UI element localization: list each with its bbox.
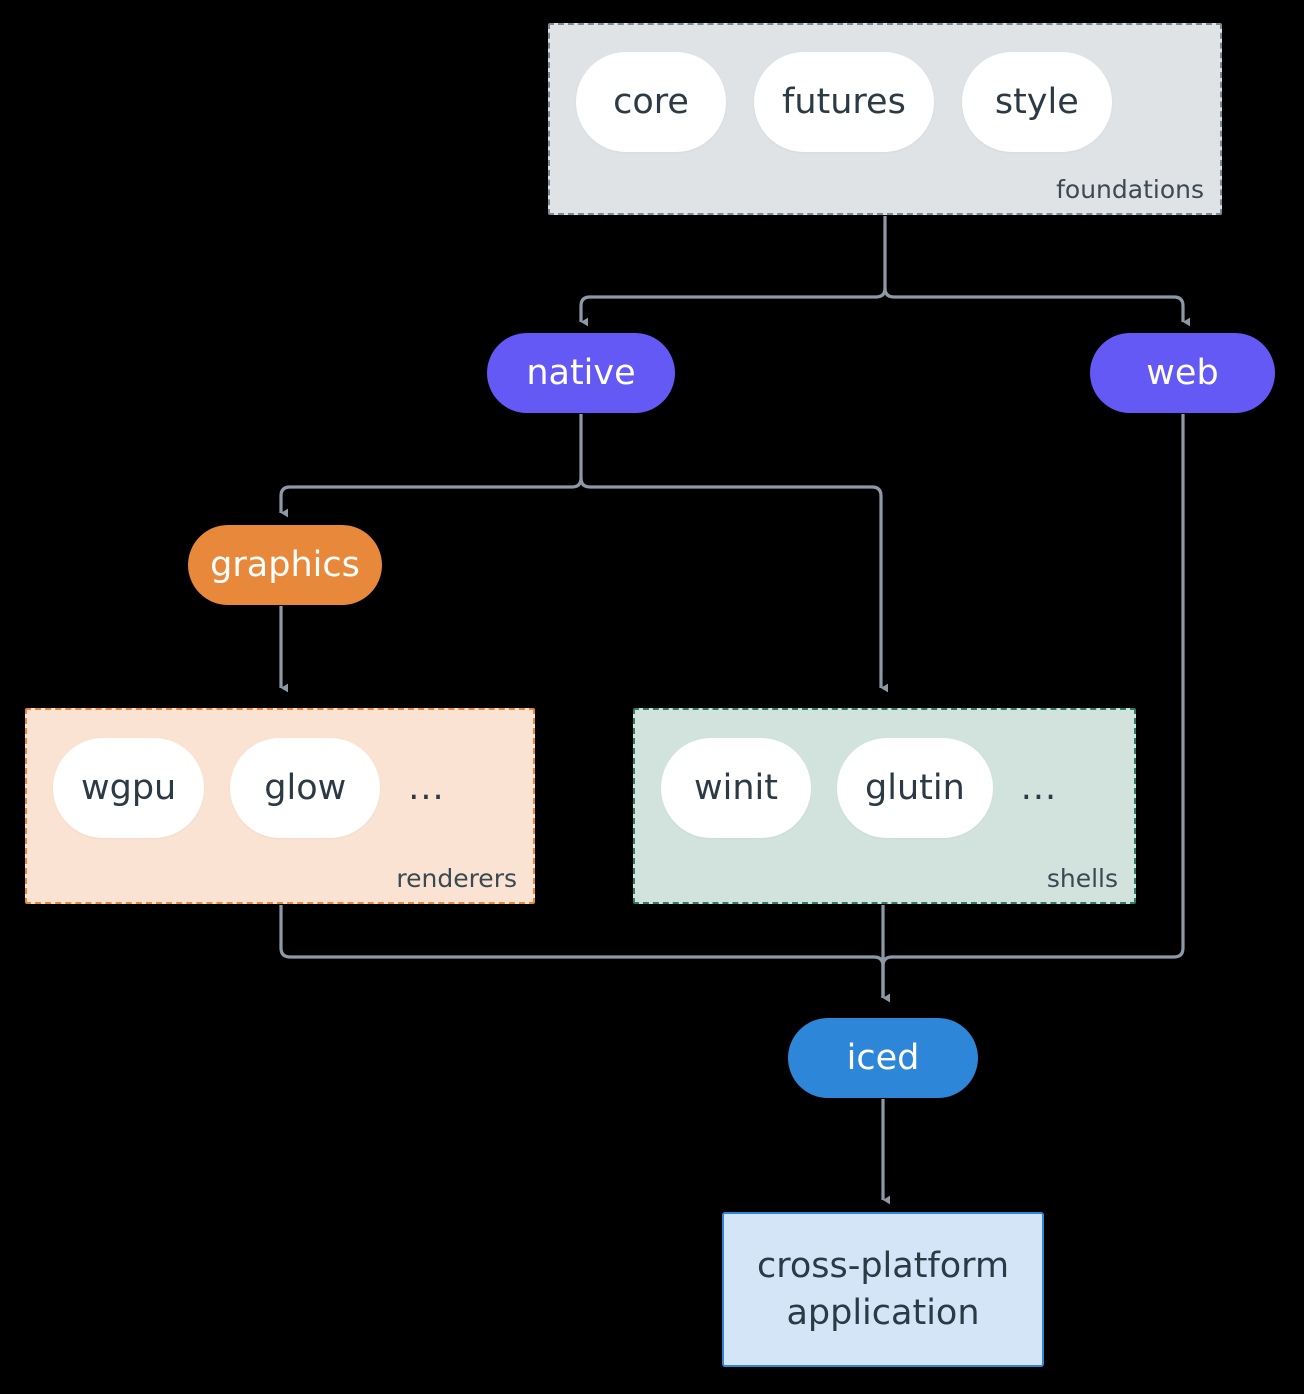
node-graphics[interactable]: graphics xyxy=(188,525,382,605)
group-label-shells: shells xyxy=(1046,864,1118,893)
group-label-foundations: foundations xyxy=(1056,175,1204,204)
group-renderers: wgpu glow ... renderers xyxy=(25,708,535,904)
shells-overflow-ellipsis: ... xyxy=(1020,768,1058,808)
node-cross-platform-application[interactable]: cross-platform application xyxy=(722,1212,1044,1367)
edge-native-graphics xyxy=(279,477,583,518)
group-foundations: core futures style foundations xyxy=(548,23,1222,215)
chip-glow[interactable]: glow xyxy=(230,738,381,838)
chip-wgpu[interactable]: wgpu xyxy=(53,738,205,838)
chip-winit[interactable]: winit xyxy=(661,738,811,838)
application-label-line1: cross-platform xyxy=(756,1246,1010,1287)
edge-foundations-web xyxy=(883,287,1190,327)
edge-renderers-iced xyxy=(279,905,890,1003)
node-native[interactable]: native xyxy=(487,333,675,413)
chip-glutin[interactable]: glutin xyxy=(837,738,993,838)
edge-foundations-native xyxy=(579,287,887,327)
renderers-overflow-ellipsis: ... xyxy=(408,768,445,808)
chip-core[interactable]: core xyxy=(576,52,726,152)
shells-chip-row: winit glutin ... xyxy=(661,738,1057,838)
group-shells: winit glutin ... shells xyxy=(633,708,1136,904)
edge-web-iced xyxy=(881,414,1185,998)
group-label-renderers: renderers xyxy=(396,864,517,893)
chip-futures[interactable]: futures xyxy=(754,52,934,152)
node-iced[interactable]: iced xyxy=(788,1018,978,1098)
chip-style[interactable]: style xyxy=(961,52,1112,152)
renderers-chip-row: wgpu glow ... xyxy=(53,738,445,838)
edge-native-shells xyxy=(579,477,888,693)
foundations-chip-row: core futures style xyxy=(576,52,1112,152)
application-label-line2: application xyxy=(786,1292,980,1333)
node-web[interactable]: web xyxy=(1090,333,1275,413)
